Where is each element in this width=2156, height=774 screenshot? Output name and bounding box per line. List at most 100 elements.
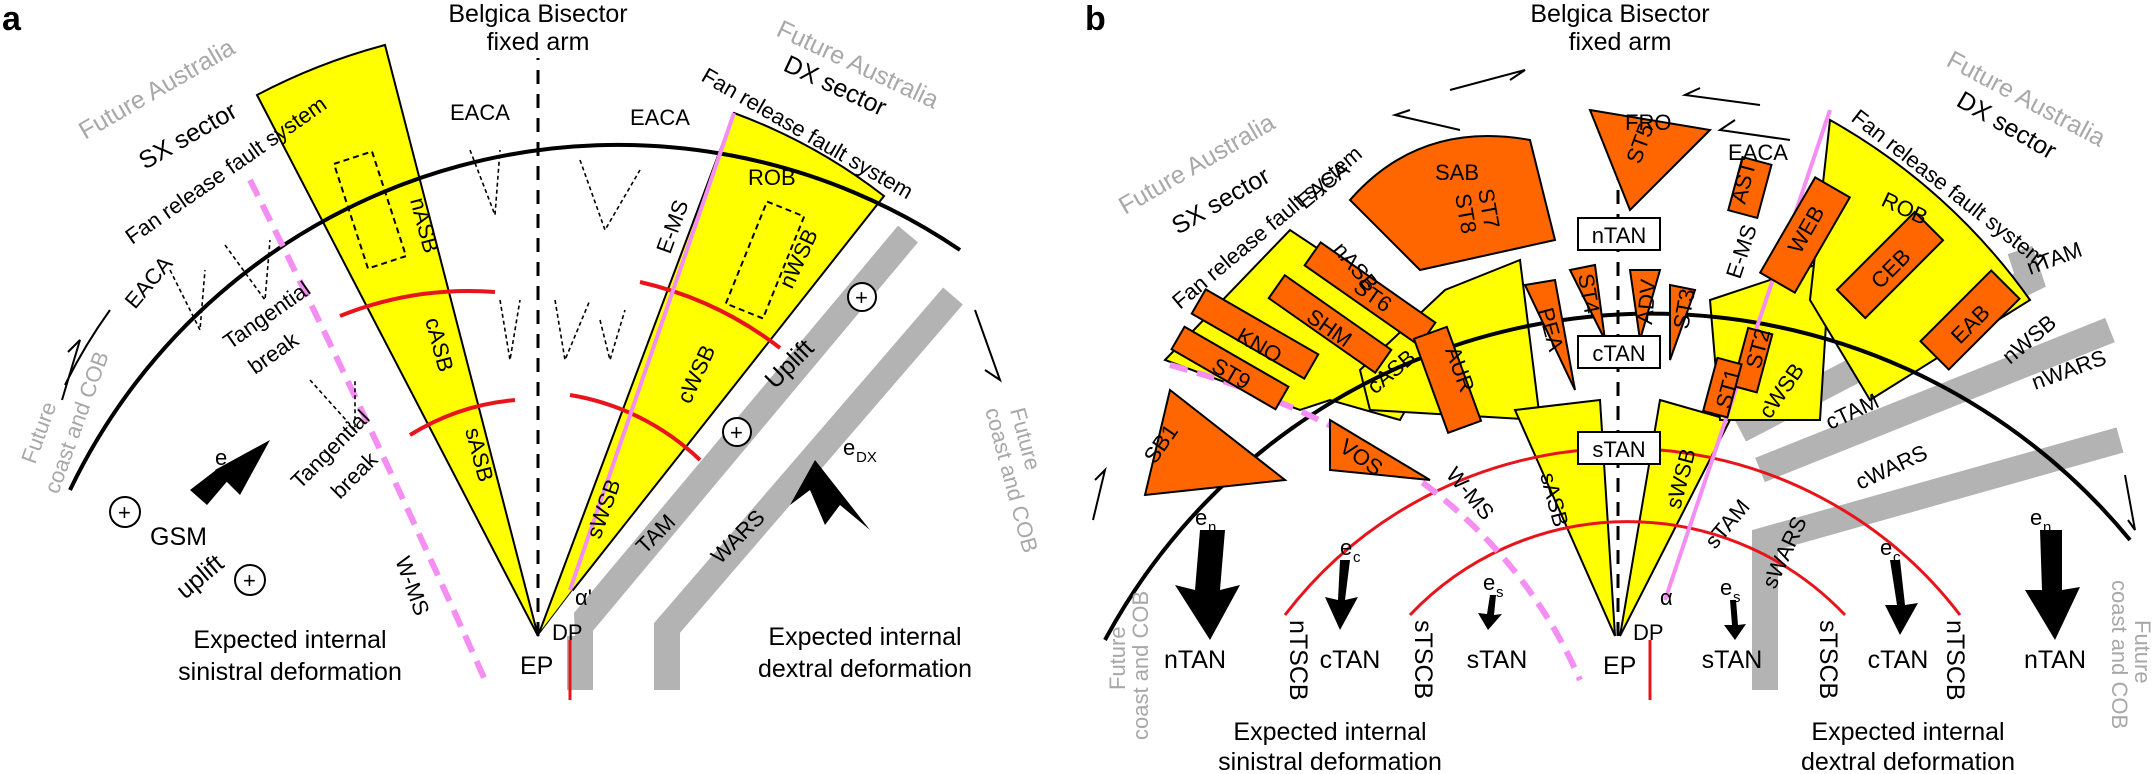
web-block bbox=[1758, 176, 1852, 294]
edx-sub: DX bbox=[856, 449, 877, 466]
stan-right-label: sTAN bbox=[1702, 646, 1763, 674]
es-left-sub: s bbox=[1496, 584, 1504, 601]
en-right-sub: n bbox=[2043, 519, 2051, 536]
ntan-box-label: nTAN bbox=[1592, 223, 1647, 248]
st9-block bbox=[1170, 325, 1290, 411]
esx-sub: SX bbox=[228, 459, 248, 476]
fro-label: FRO bbox=[1625, 110, 1671, 135]
adv-label: ADV bbox=[1632, 278, 1661, 326]
svg-text:+: + bbox=[118, 500, 131, 525]
coast-right-b-2: coast and COB bbox=[2107, 580, 2132, 729]
edx-label: e bbox=[843, 435, 855, 460]
orange-blocks bbox=[1143, 108, 2021, 497]
ceb-block bbox=[1835, 210, 1945, 320]
title-line2-b: fixed arm bbox=[1569, 28, 1672, 56]
ntan-box bbox=[1577, 217, 1661, 251]
es-right-label: e bbox=[1720, 575, 1732, 600]
es-left-label: e bbox=[1483, 570, 1495, 595]
ec-arrow-left bbox=[1325, 560, 1358, 630]
vos-block bbox=[1329, 418, 1431, 481]
swsb-notch bbox=[538, 590, 575, 636]
pea-label: PEA bbox=[1533, 305, 1569, 354]
st2-block bbox=[1731, 326, 1774, 394]
ntan-left-label: nTAN bbox=[1164, 646, 1226, 674]
coast-arrow-right-b bbox=[2124, 474, 2136, 531]
sinistral-line1-a: Expected internal bbox=[193, 626, 386, 654]
rob-label-a: ROB bbox=[748, 165, 796, 190]
tangential-break-inner bbox=[408, 398, 516, 437]
svg-text:+: + bbox=[730, 420, 743, 445]
dashed-block-nwsb bbox=[724, 200, 806, 320]
stscb-left-label: sTSCB bbox=[1409, 620, 1437, 699]
ec-left-label: e bbox=[1340, 535, 1352, 560]
panel-b bbox=[1092, 69, 2136, 700]
outer-arc-b bbox=[1103, 311, 2132, 641]
sinistral-line2-b: sinistral deformation bbox=[1218, 748, 1442, 774]
es-arrow-left bbox=[1478, 595, 1502, 630]
en-arrow-left bbox=[1175, 530, 1240, 640]
coast-arrow-left-b bbox=[1092, 466, 1107, 521]
ast-block bbox=[1727, 155, 1773, 220]
fro-block bbox=[1588, 108, 1713, 212]
esx-label: e bbox=[215, 445, 227, 470]
coast-arrow-right bbox=[974, 309, 1002, 383]
ctan-box bbox=[1577, 335, 1661, 369]
shm-block bbox=[1267, 273, 1393, 375]
es-right-sub: s bbox=[1733, 589, 1741, 606]
edx-arrow-head bbox=[790, 460, 870, 530]
nwars-band bbox=[1752, 427, 2124, 690]
gsm-label: GSM bbox=[150, 523, 207, 551]
coast-left-b-1: Future bbox=[1105, 626, 1130, 690]
esx-arrow-head bbox=[215, 440, 270, 495]
stan-box-label: sTAN bbox=[1592, 437, 1645, 462]
kno-block bbox=[1190, 288, 1320, 380]
ep-label-b: EP bbox=[1603, 652, 1636, 680]
tangential-break-outer bbox=[339, 289, 496, 318]
adv-block bbox=[1628, 269, 1662, 341]
w-ms-line bbox=[247, 178, 488, 682]
asb-sector bbox=[255, 43, 539, 637]
e-ms-line bbox=[568, 112, 736, 591]
eaca-label-r-b: EACA bbox=[1728, 140, 1788, 165]
ntscb-left-label: nTSCB bbox=[1284, 620, 1312, 701]
alpha-p-label: α' bbox=[575, 585, 592, 610]
ntan-right-label: nTAN bbox=[2024, 646, 2086, 674]
stam-label: sTAM bbox=[1700, 494, 1755, 553]
outer-arc bbox=[68, 142, 962, 491]
en-right-label: e bbox=[2030, 505, 2042, 530]
panel-a bbox=[61, 43, 1002, 700]
wms-label-b: W-MS bbox=[1441, 462, 1499, 525]
coast-left-b-2: coast and COB bbox=[1128, 591, 1153, 740]
ems-label-b: E-MS bbox=[1721, 222, 1762, 282]
pea-block bbox=[1523, 278, 1576, 391]
en-left-sub: n bbox=[1208, 519, 1216, 536]
dp-label-b: DP bbox=[1633, 620, 1664, 645]
ctam-band bbox=[1755, 317, 2115, 483]
sab-label: SAB bbox=[1435, 160, 1479, 185]
ctan-left-label: cTAN bbox=[1320, 646, 1381, 674]
gsm-uplift-label: uplift bbox=[171, 549, 229, 604]
en-left-label: e bbox=[1195, 505, 1207, 530]
st3-block bbox=[1669, 283, 1697, 361]
svg-text:+: + bbox=[243, 568, 256, 593]
eab-block bbox=[1919, 269, 2021, 371]
esx-arrow bbox=[190, 455, 255, 505]
stan-box bbox=[1577, 431, 1661, 465]
dashed-block-nasb bbox=[332, 150, 408, 270]
wars-band bbox=[654, 287, 963, 690]
svg-text:+: + bbox=[855, 285, 868, 310]
alpha-label-b: α bbox=[1660, 585, 1673, 610]
st1-block bbox=[1701, 356, 1743, 419]
title-line2-a: fixed arm bbox=[487, 28, 590, 56]
stan-left-label: sTAN bbox=[1467, 646, 1528, 674]
ctan-box-label: cTAN bbox=[1592, 341, 1645, 366]
plus-signs-a: + + + + bbox=[118, 285, 868, 593]
wsb-sector bbox=[537, 111, 886, 637]
ec-arrow-right bbox=[1885, 560, 1918, 635]
dextral-line2-a: dextral deformation bbox=[758, 655, 972, 683]
st4-label: ST4 bbox=[1573, 272, 1605, 316]
dextral-line1-a: Expected internal bbox=[768, 623, 961, 651]
sinistral-line2-a: sinistral deformation bbox=[178, 658, 402, 686]
stscb-right-label: sTSCB bbox=[1814, 620, 1842, 699]
